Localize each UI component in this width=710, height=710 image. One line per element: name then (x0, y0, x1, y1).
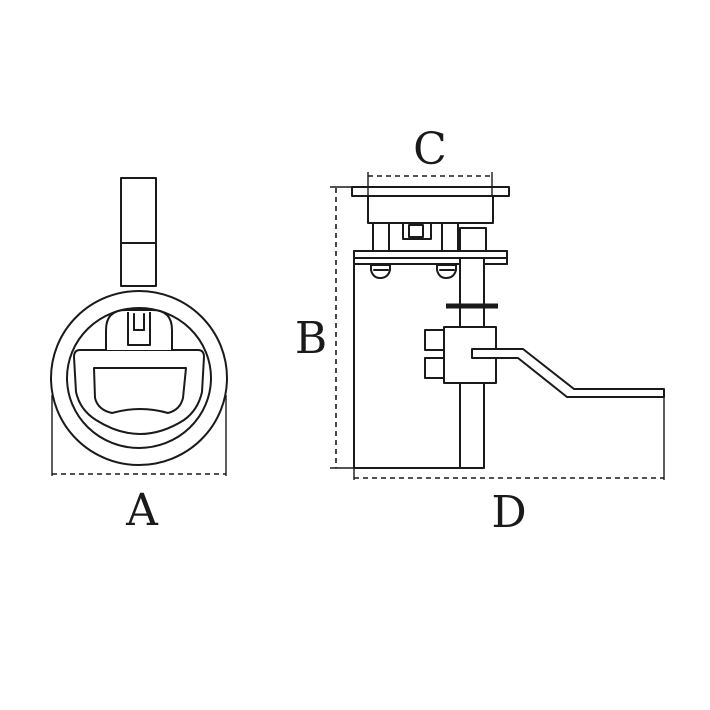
dimension-label-c: C (413, 124, 447, 175)
front-view (50, 177, 228, 476)
side-mount-plate (353, 250, 508, 259)
dimension-label-d: D (491, 487, 526, 538)
dimension-label-b: B (295, 313, 327, 364)
side-view (330, 172, 665, 480)
side-head (367, 195, 494, 224)
front-handle (93, 367, 187, 414)
front-inner-ring (66, 307, 212, 449)
side-top-plate (351, 186, 510, 197)
side-cam-arm (471, 348, 665, 398)
front-shaft (120, 177, 157, 287)
dimension-label-a: A (125, 485, 159, 536)
front-handle-recess (73, 349, 205, 435)
